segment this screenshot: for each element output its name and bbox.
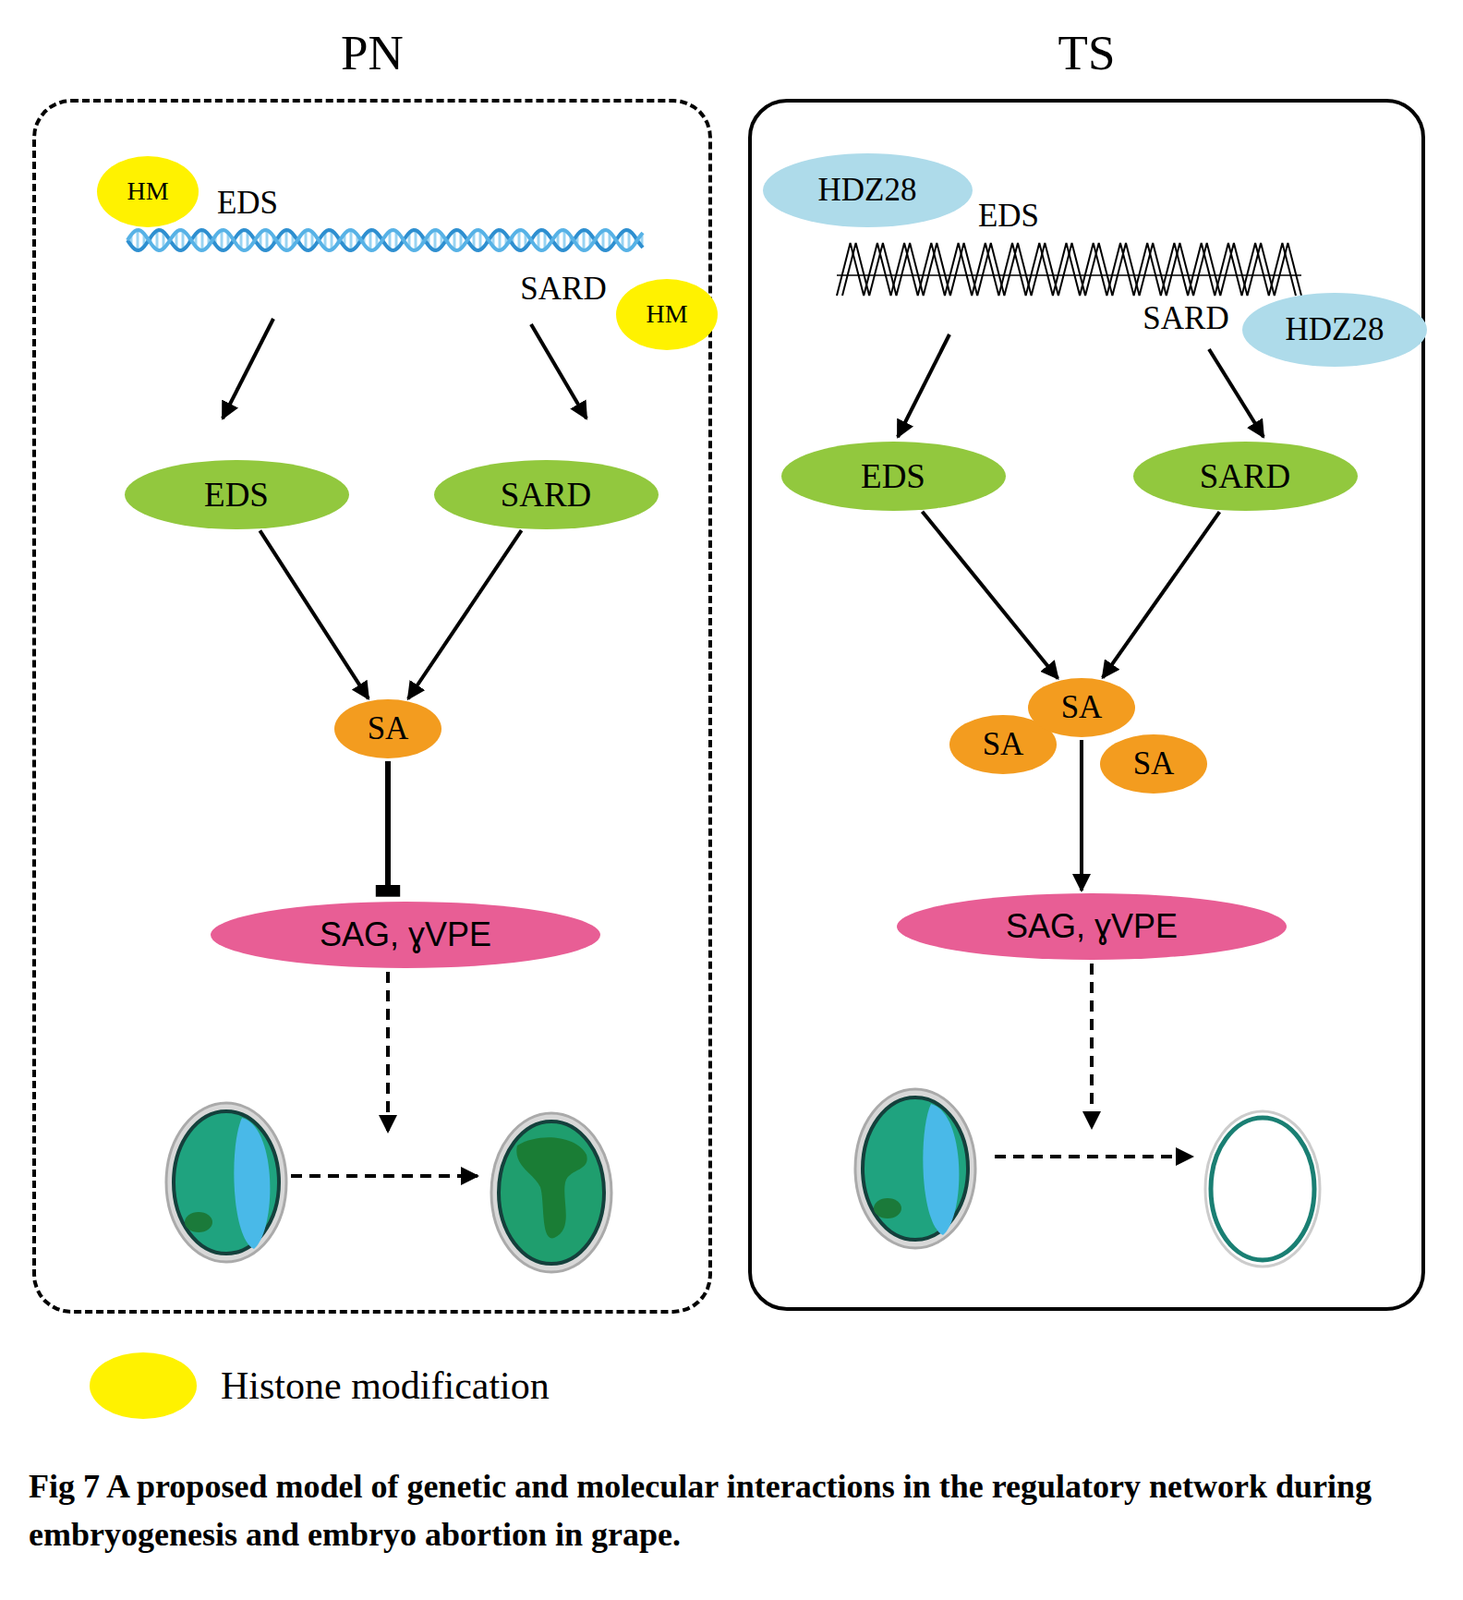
helix-strand [127,229,643,251]
seed-normal-late [491,1112,612,1272]
dashed-arrow [290,1173,478,1178]
figure-caption: Fig 7 A proposed model of genetic and mo… [28,1462,1442,1559]
helix-rung [350,229,353,251]
node-label: HDZ28 [1285,311,1385,349]
zigzag-line [836,274,1302,277]
legend: Histone modification [89,1352,550,1419]
node-label: SA [1133,745,1175,783]
histone-mark: HM [96,156,199,228]
helix-rung [498,229,502,251]
seed-aborting-early [855,1088,976,1248]
helix-rung [266,229,269,251]
gene-name: SARD [519,270,606,308]
zigzag-line [842,242,1302,296]
panel-pn: PNHMHMEDSSARDSASAG, ɣVPE [32,98,713,1314]
arrow-connector [922,511,1059,679]
transcription-arrows [222,318,1264,437]
dashed-arrow [386,971,390,1132]
hormone-ellipse: SA [1100,734,1208,794]
node-label: SA [1061,689,1103,726]
helix-rung [563,229,567,251]
seed-aborted [1205,1111,1320,1267]
development-arrows [290,963,1193,1176]
node-label: SARD [500,474,593,515]
arrow-connector [408,530,522,699]
node-label: SA [367,710,410,748]
dashed-arrow [1089,963,1094,1128]
hormone-ellipse: SA [334,699,442,759]
helix-rung [434,229,437,251]
node-label: EDS [204,474,269,515]
dna-helix [127,229,643,251]
arrow-connector [1102,511,1221,678]
inhibition-connector [385,761,391,891]
helix-rung [136,229,140,251]
helix-rung [582,229,586,251]
panel-ts: TSHDZ28HDZ28EDSSARDSASASASAG, ɣVPE [748,98,1426,1311]
target-ellipse: SAG, ɣVPE [210,901,601,968]
legend-text: Histone modification [220,1363,550,1408]
node-label: HM [126,176,169,206]
node-label: SARD [1199,456,1292,496]
histone-mark: HM [616,278,718,351]
helix-rung [518,229,521,251]
gene-ellipse: EDS [781,441,1006,511]
gene-ellipse: EDS [124,459,350,530]
node-label: SAG, ɣVPE [319,915,492,955]
arrow [531,324,587,419]
arrow-connector [259,530,369,699]
gene-ellipse: SARD [1133,441,1358,511]
seed-normal-early [166,1102,287,1262]
node-label: SA [982,725,1025,763]
helix-rung [414,229,418,251]
legend-swatch [89,1352,197,1419]
helix-rung [201,229,205,251]
connectors [259,511,1220,891]
arrow [1209,349,1264,437]
dashed-arrow [994,1154,1193,1159]
factor-ellipse: HDZ28 [762,153,973,228]
helix-rung [369,229,373,251]
node-label: HM [645,299,688,329]
hormone-ellipse: SA [1027,677,1136,738]
gene-name: SARD [1142,300,1229,338]
arrow-connector [1079,739,1084,891]
gene-name: EDS [978,197,1040,235]
helix-rung [285,229,289,251]
panel-heading: PN [340,24,404,81]
target-ellipse: SAG, ɣVPE [896,893,1287,960]
helix-rung [220,229,224,251]
helix-strand [127,229,643,251]
node-label: HDZ28 [818,171,918,209]
panel-heading: TS [1058,24,1116,81]
arrow [897,334,950,437]
condensed-chromatin [836,242,1302,296]
gene-name: EDS [217,184,279,222]
factor-ellipse: HDZ28 [1242,292,1427,367]
node-label: EDS [860,456,926,496]
arrow [222,318,274,419]
gene-ellipse: SARD [434,459,659,530]
node-label: SAG, ɣVPE [1005,906,1178,946]
